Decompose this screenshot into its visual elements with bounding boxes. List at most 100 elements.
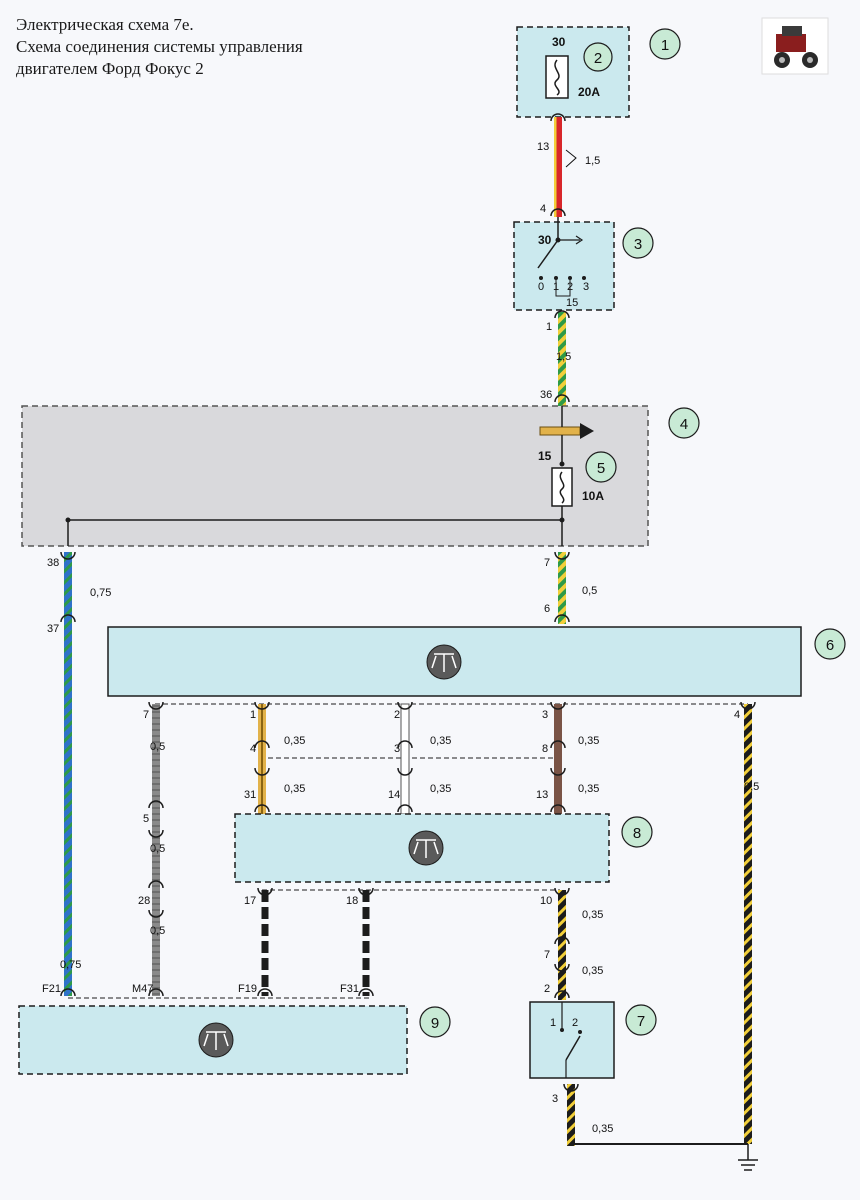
pin-36: 36	[540, 389, 552, 401]
badge-2: 2	[583, 42, 613, 72]
fuse-small-rating: 10A	[582, 489, 604, 503]
size-blue-left: 0,75	[90, 587, 111, 599]
pin-b6-7: 7	[143, 709, 149, 721]
ground-icon	[738, 1144, 758, 1171]
size-brown-2: 0,35	[578, 783, 599, 795]
pin-b6-4: 4	[734, 709, 740, 721]
transistor-icon	[426, 644, 462, 680]
pin-b8-17: 17	[244, 895, 256, 907]
pin-relay-7: 7	[544, 949, 550, 961]
size-yellow-1: 0,35	[284, 735, 305, 747]
pin-b6-3: 3	[542, 709, 548, 721]
pin-b8-13: 13	[536, 789, 548, 801]
pin-f21: F21	[42, 983, 61, 995]
pin-b8-31: 31	[244, 789, 256, 801]
size-black-bottom: 0,35	[592, 1123, 613, 1135]
title-line-1: Электрическая схема 7е.	[16, 15, 194, 34]
arrow-right-icon	[539, 423, 594, 439]
pin-mid-28: 28	[138, 895, 150, 907]
size-top: 1,5	[556, 351, 571, 363]
size-black-right: 0,5	[744, 781, 759, 793]
size-black-1: 0,35	[582, 909, 603, 921]
pin-1-top: 1	[546, 321, 552, 333]
fuse-main-terminal: 30	[552, 35, 566, 49]
size-white-1: 0,35	[430, 735, 451, 747]
module-block-8	[234, 813, 610, 883]
wire-red-yellow	[554, 117, 562, 217]
fuse-small-terminal: 15	[538, 449, 552, 463]
title-line-3: двигателем Форд Фокус 2	[16, 59, 204, 78]
fuse-icon	[551, 467, 573, 507]
pin-38: 38	[47, 557, 59, 569]
pin-b8-18: 18	[346, 895, 358, 907]
size-brown-1: 0,35	[578, 735, 599, 747]
size-grey-1: 0,5	[150, 741, 165, 753]
svg-text:2: 2	[594, 50, 602, 67]
switch-pos-3: 3	[583, 281, 589, 293]
size-yellow-2: 0,35	[284, 783, 305, 795]
switch-terminal-in: 30	[538, 233, 552, 247]
fuse-block-main: 30 20A	[516, 26, 630, 118]
pin-7-panel: 7	[544, 557, 550, 569]
pin-b8-10: 10	[540, 895, 552, 907]
switch-terminal-out: 15	[566, 297, 578, 309]
size-grey-3: 0,5	[150, 925, 165, 937]
badge-6: 6	[814, 628, 846, 660]
pin-m47: M47	[132, 983, 153, 995]
pin-b6-1: 1	[250, 709, 256, 721]
module-block-9	[18, 1005, 408, 1075]
badge-5: 5	[585, 451, 617, 483]
badge-7: 7	[625, 1004, 657, 1036]
wire-brown	[554, 704, 562, 814]
wire-yellow-green-top	[558, 312, 566, 406]
pin-4-top: 4	[540, 203, 546, 215]
wire-white	[400, 703, 410, 815]
pin-b6-2: 2	[394, 709, 400, 721]
relay-contact-2: 2	[572, 1017, 578, 1029]
pin-f19: F19	[238, 983, 257, 995]
pin-f31: F31	[340, 983, 359, 995]
svg-text:5: 5	[597, 460, 605, 477]
pin-mid-3: 3	[394, 743, 400, 755]
car-thumbnail-icon	[761, 17, 829, 75]
pin-6-panel: 6	[544, 603, 550, 615]
title-line-2: Схема соединения системы управления	[16, 37, 303, 56]
svg-text:8: 8	[633, 825, 641, 842]
svg-text:9: 9	[431, 1015, 439, 1032]
fuse-icon	[545, 55, 569, 99]
wire-black-yellow-right	[744, 704, 752, 1144]
relay-contact-1: 1	[550, 1017, 556, 1029]
size-p7: 0,5	[582, 585, 597, 597]
svg-text:7: 7	[637, 1013, 645, 1030]
size-blue-bottom: 0,75	[60, 959, 81, 971]
pin-13: 13	[537, 141, 549, 153]
switch-pos-0: 0	[538, 281, 544, 293]
badge-4: 4	[668, 407, 700, 439]
ignition-switch-block: 30 0 1 2 3 15	[513, 217, 615, 311]
svg-text:3: 3	[634, 236, 642, 253]
badge-1: 1	[649, 28, 681, 60]
wire-green-blue-left	[64, 552, 72, 996]
svg-text:6: 6	[826, 637, 834, 654]
pin-b8-14: 14	[388, 789, 400, 801]
badge-8: 8	[621, 816, 653, 848]
junction-box-panel: 15 10A	[21, 405, 649, 547]
badge-3: 3	[622, 227, 654, 259]
pin-relay-3: 3	[552, 1093, 558, 1105]
size-red: 1,5	[585, 155, 600, 167]
fuse-main-rating: 20A	[578, 85, 600, 99]
svg-text:4: 4	[680, 416, 688, 433]
svg-text:1: 1	[661, 37, 669, 54]
pin-mid-8: 8	[542, 743, 548, 755]
wire-black-yellow-bottom	[567, 1084, 575, 1146]
wire-grey	[152, 704, 160, 996]
size-grey-2: 0,5	[150, 843, 165, 855]
badge-9: 9	[419, 1006, 451, 1038]
wire-black-yellow-relay	[558, 890, 566, 1000]
wire-yellow-green-mid	[558, 552, 566, 624]
control-module-block	[107, 626, 802, 697]
size-white-2: 0,35	[430, 783, 451, 795]
connector-markers	[60, 113, 756, 1092]
